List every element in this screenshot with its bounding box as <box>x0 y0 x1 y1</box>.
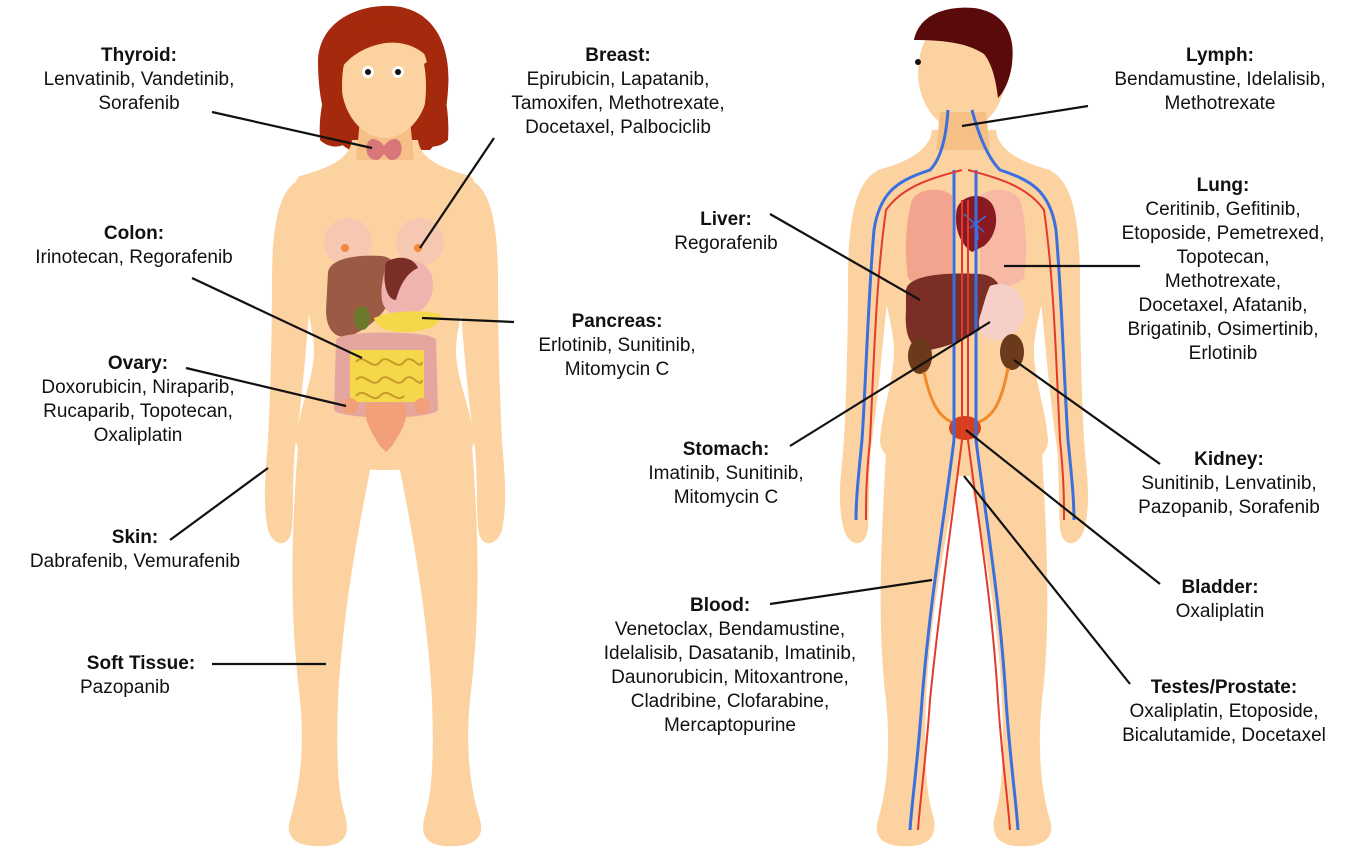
label-breast-line-3: Docetaxel, Palbociclib <box>478 116 758 140</box>
label-bladder: Bladder: Oxaliplatin <box>1140 576 1300 624</box>
label-testes-prostate-line-1: Oxaliplatin, Etoposide, <box>1094 700 1354 724</box>
label-colon: Colon: Irinotecan, Regorafenib <box>6 222 262 270</box>
label-lung-line-5: Docetaxel, Afatanib, <box>1092 294 1354 318</box>
label-blood: Blood: Venetoclax, Bendamustine, Idelali… <box>570 594 890 738</box>
label-lymph-line-1: Bendamustine, Idelalisib, <box>1086 68 1354 92</box>
label-blood-line-4: Cladribine, Clofarabine, <box>570 690 890 714</box>
female-right-ovary <box>414 398 430 414</box>
label-blood-title: Blood: <box>570 594 890 618</box>
label-lymph-title: Lymph: <box>1086 44 1354 68</box>
label-pancreas: Pancreas: Erlotinib, Sunitinib, Mitomyci… <box>510 310 724 382</box>
label-kidney-line-1: Sunitinib, Lenvatinib, <box>1104 472 1354 496</box>
label-soft-tissue-line-1: Pazopanib <box>70 676 212 700</box>
label-lymph: Lymph: Bendamustine, Idelalisib, Methotr… <box>1086 44 1354 116</box>
label-breast-title: Breast: <box>478 44 758 68</box>
label-skin-title: Skin: <box>4 526 266 550</box>
label-lung-title: Lung: <box>1092 174 1354 198</box>
label-testes-prostate: Testes/Prostate: Oxaliplatin, Etoposide,… <box>1094 676 1354 748</box>
label-lung-line-4: Methotrexate, <box>1092 270 1354 294</box>
label-kidney: Kidney: Sunitinib, Lenvatinib, Pazopanib… <box>1104 448 1354 520</box>
label-stomach-title: Stomach: <box>618 438 834 462</box>
label-thyroid-title: Thyroid: <box>12 44 266 68</box>
label-pancreas-title: Pancreas: <box>510 310 724 334</box>
label-bladder-line-1: Oxaliplatin <box>1140 600 1300 624</box>
label-colon-title: Colon: <box>6 222 262 246</box>
female-gallbladder <box>354 306 370 330</box>
label-liver-line-1: Regorafenib <box>656 232 796 256</box>
label-testes-prostate-title: Testes/Prostate: <box>1094 676 1354 700</box>
label-blood-line-1: Venetoclax, Bendamustine, <box>570 618 890 642</box>
female-right-leg <box>398 420 481 846</box>
label-pancreas-line-1: Erlotinib, Sunitinib, <box>510 334 724 358</box>
label-stomach-line-1: Imatinib, Sunitinib, <box>618 462 834 486</box>
label-breast: Breast: Epirubicin, Lapatanib, Tamoxifen… <box>478 44 758 140</box>
label-ovary-line-2: Rucaparib, Topotecan, <box>6 400 270 424</box>
label-lung-line-2: Etoposide, Pemetrexed, <box>1092 222 1354 246</box>
label-stomach-line-2: Mitomycin C <box>618 486 834 510</box>
label-soft-tissue-title: Soft Tissue: <box>70 652 212 676</box>
label-blood-line-3: Daunorubicin, Mitoxantrone, <box>570 666 890 690</box>
label-liver: Liver: Regorafenib <box>656 208 796 256</box>
label-blood-line-2: Idelalisib, Dasatanib, Imatinib, <box>570 642 890 666</box>
label-ovary: Ovary: Doxorubicin, Niraparib, Rucaparib… <box>6 352 270 448</box>
label-thyroid: Thyroid: Lenvatinib, Vandetinib, Sorafen… <box>12 44 266 116</box>
label-testes-prostate-line-2: Bicalutamide, Docetaxel <box>1094 724 1354 748</box>
label-blood-line-5: Mercaptopurine <box>570 714 890 738</box>
label-lung-line-3: Topotecan, <box>1092 246 1354 270</box>
label-bladder-title: Bladder: <box>1140 576 1300 600</box>
male-eye <box>915 59 921 65</box>
label-kidney-title: Kidney: <box>1104 448 1354 472</box>
label-liver-title: Liver: <box>656 208 796 232</box>
label-skin: Skin: Dabrafenib, Vemurafenib <box>4 526 266 574</box>
label-kidney-line-2: Pazopanib, Sorafenib <box>1104 496 1354 520</box>
label-lung-line-7: Erlotinib <box>1092 342 1354 366</box>
label-ovary-line-1: Doxorubicin, Niraparib, <box>6 376 270 400</box>
label-lymph-line-2: Methotrexate <box>1086 92 1354 116</box>
label-ovary-title: Ovary: <box>6 352 270 376</box>
male-left-kidney <box>908 338 932 374</box>
label-thyroid-line-1: Lenvatinib, Vandetinib, <box>12 68 266 92</box>
female-left-nipple <box>341 244 349 252</box>
female-right-pupil <box>395 69 401 75</box>
label-lung-line-6: Brigatinib, Osimertinib, <box>1092 318 1354 342</box>
label-stomach: Stomach: Imatinib, Sunitinib, Mitomycin … <box>618 438 834 510</box>
label-skin-line-1: Dabrafenib, Vemurafenib <box>4 550 266 574</box>
label-thyroid-line-2: Sorafenib <box>12 92 266 116</box>
label-colon-line-1: Irinotecan, Regorafenib <box>6 246 262 270</box>
female-left-pupil <box>365 69 371 75</box>
female-left-leg <box>289 420 372 846</box>
label-lung-line-1: Ceritinib, Gefitinib, <box>1092 198 1354 222</box>
label-ovary-line-3: Oxaliplatin <box>6 424 270 448</box>
label-breast-line-2: Tamoxifen, Methotrexate, <box>478 92 758 116</box>
label-soft-tissue: Soft Tissue: Pazopanib <box>70 652 212 700</box>
label-breast-line-1: Epirubicin, Lapatanib, <box>478 68 758 92</box>
label-lung: Lung: Ceritinib, Gefitinib, Etoposide, P… <box>1092 174 1354 366</box>
label-pancreas-line-2: Mitomycin C <box>510 358 724 382</box>
male-left-lung <box>906 190 952 287</box>
